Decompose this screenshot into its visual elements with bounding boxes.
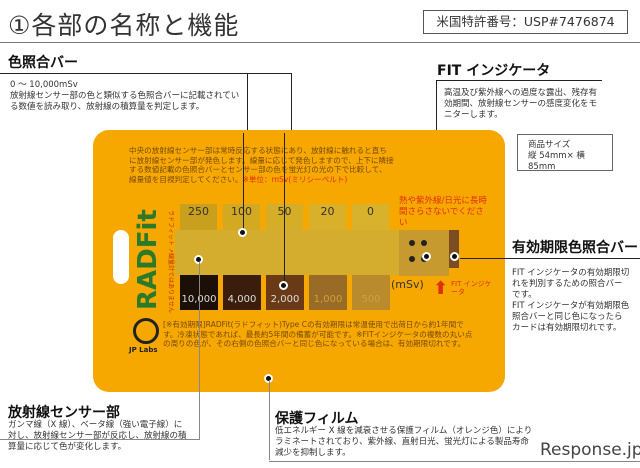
- watermark: Response.jp: [540, 440, 640, 460]
- callout-line: [460, 258, 640, 259]
- size-value: 縦 54mm× 横 85mm: [528, 151, 585, 172]
- color-bar-cell: 0: [352, 204, 389, 230]
- page-title: ①各部の名称と機能: [8, 11, 240, 40]
- callout-line: [243, 133, 244, 233]
- sensor-heading: 放射線センサー部: [8, 405, 120, 421]
- color-bar-cell: 20: [309, 204, 346, 230]
- film-desc: 低エネルギー X 線を減衰させる保護フィルム（オレンジ色）によりラミネートされて…: [275, 426, 533, 458]
- indicator-dot: [409, 256, 415, 262]
- color-bar-cell: 4,000: [223, 275, 261, 310]
- brand-kana: ラドフィット: [167, 210, 174, 246]
- callout-dot: [279, 281, 288, 290]
- callout-line: [291, 73, 292, 133]
- callout-line: [269, 461, 640, 462]
- callout-dot: [450, 252, 459, 261]
- color-bar-range: 0 ～ 10,000mSv: [10, 80, 78, 90]
- arrow-up-icon: ⬆: [433, 278, 449, 299]
- callout-dot: [194, 255, 203, 264]
- warning-text: 熱や紫外線/日光に長時間さらさないでください: [399, 196, 487, 228]
- product-size-box: 商品サイズ 縦 54mm× 横 85mm: [517, 134, 613, 172]
- color-bar-cell: 1,000: [309, 275, 347, 310]
- fit-desc: 高温及び紫外線への過度な露出、残存有効期間、放射線センサーの感度変化をモニターし…: [444, 88, 598, 120]
- expiry-bar-heading: 有効期限色照合バー: [512, 240, 638, 256]
- gear-logo-icon: [133, 318, 159, 344]
- fit-heading: FIT インジケータ: [437, 63, 551, 79]
- callout-line: [269, 380, 270, 460]
- brand-logo: RADFit: [133, 209, 163, 310]
- vertical-note: ↗線量計ではありません: [167, 248, 174, 313]
- divider: [0, 42, 640, 43]
- callout-line: [0, 439, 200, 440]
- color-bar-heading: 色照合バー: [8, 55, 78, 71]
- expiry-color-bar: [449, 230, 459, 268]
- unit-label: (mSv): [391, 278, 424, 291]
- card-footer: [※有効期限]RADFit(ラドフィット)Type Cの有効期限は常温使用で出荷…: [163, 320, 473, 348]
- fit-label: FIT インジケータ: [451, 280, 492, 296]
- callout-line: [199, 262, 200, 439]
- color-bar-cell: 2,000: [266, 275, 304, 310]
- size-label: 商品サイズ: [528, 140, 571, 150]
- strap-hole: [113, 230, 129, 284]
- expiry-bar-desc: FIT インジケータの有効期限切れを判別するための照合バーです。FIT インジケ…: [512, 268, 630, 333]
- card-intro: 中央の放射線センサー部は常時反応する状態にあり、放射線に触れると直ちに放射線セン…: [129, 146, 394, 184]
- film-heading: 保護フィルム: [275, 411, 359, 427]
- callout-dot: [238, 228, 247, 237]
- callout-dot: [422, 252, 431, 261]
- color-bar-cell: 100: [223, 204, 260, 230]
- callout-line: [247, 73, 248, 133]
- callout-line: [436, 80, 602, 81]
- callout-line: [0, 73, 292, 74]
- radiation-sensor: [175, 230, 403, 275]
- callout-line: [284, 133, 285, 283]
- color-bar-cell: 500: [352, 275, 390, 310]
- callout-dot: [264, 374, 273, 383]
- color-bar-cell: 250: [180, 204, 217, 230]
- patent-number: 米国特許番号：USP#7476874: [423, 10, 628, 34]
- indicator-dot: [421, 240, 427, 246]
- indicator-dot: [409, 240, 415, 246]
- jp-labs-logo: JP Labs: [129, 346, 158, 354]
- sensor-desc: ガンマ線（X 線）、ベータ線（強い電子線）に対し、放射線センサー部が反応し、放射…: [8, 420, 187, 452]
- radfit-card: 中央の放射線センサー部は常時反応する状態にあり、放射線に触れると直ちに放射線セン…: [93, 130, 505, 392]
- color-bar-desc: 放射線センサー部の色と類似する色照合バーに記載されている数値を読み取り、放射線の…: [10, 91, 240, 112]
